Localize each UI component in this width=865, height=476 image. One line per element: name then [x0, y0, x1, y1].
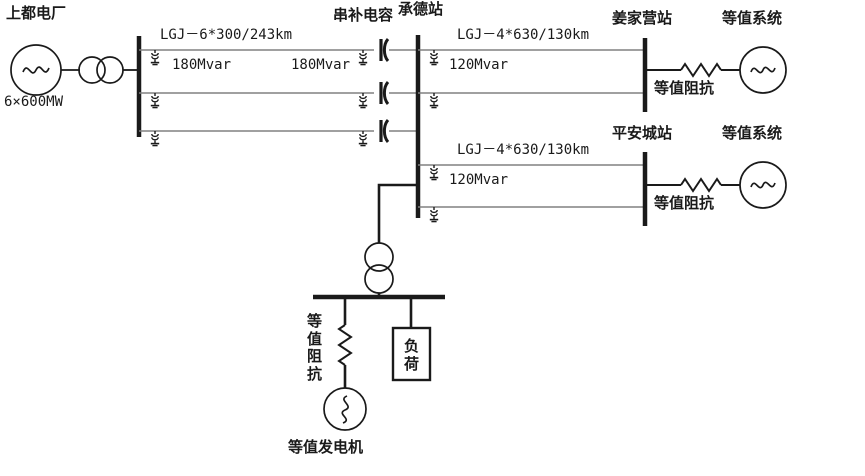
shunt-reactor-left-2: [150, 92, 160, 109]
reactor-right-upper-label: 120Mvar: [449, 57, 509, 73]
shunt-reactor-left-3: [150, 130, 160, 147]
chengde-step-down-transformer: [364, 242, 394, 294]
shunt-reactor-mid-1: [357, 49, 369, 66]
equivalent-impedance-upper: [680, 63, 722, 77]
series-capacitor-2: [379, 80, 390, 106]
equivalent-generator-label: 等值发电机: [288, 438, 364, 456]
reactor-left-label-2: 180Mvar: [291, 57, 351, 73]
reactor-left-label: 180Mvar: [172, 57, 232, 73]
shunt-reactor-right-lower-1: [428, 164, 440, 181]
jiangjiaying-station-label: 姜家营站: [612, 9, 673, 27]
shunt-reactor-right-upper-2: [428, 92, 440, 109]
left-line-label: LGJ－6*300/243km: [160, 27, 293, 43]
reactor-right-lower-label: 120Mvar: [449, 172, 509, 188]
shunt-reactor-right-lower-2: [428, 206, 440, 223]
equivalent-system-upper-label: 等值系统: [722, 9, 783, 27]
series-capacitor-3: [379, 118, 390, 144]
pingancheng-equivalent-system-generator: [739, 161, 787, 209]
equivalent-system-lower-label: 等值系统: [722, 124, 783, 142]
series-capacitor-1: [379, 37, 390, 63]
bottom-equivalent-generator: [323, 387, 367, 431]
shunt-reactor-mid-2: [357, 92, 369, 109]
shunt-reactor-left-1: [150, 49, 160, 66]
load-block: [391, 326, 432, 382]
plant-capacity-label: 6×600MW: [4, 94, 64, 110]
load-label: 负荷: [403, 337, 419, 373]
pingancheng-station-label: 平安城站: [612, 124, 673, 142]
right-upper-line-label: LGJ－4*630/130km: [457, 27, 590, 43]
right-lower-line-label: LGJ－4*630/130km: [457, 142, 590, 158]
chengde-to-bottom-feeder: [377, 183, 418, 243]
shangdu-step-up-transformer: [78, 56, 124, 84]
equivalent-impedance-bottom-label: 等值阻抗: [306, 312, 322, 384]
shunt-reactor-right-upper-1: [428, 49, 440, 66]
chengde-station-label: 承德站: [398, 0, 444, 18]
plant-name-label: 上都电厂: [6, 4, 67, 22]
series-capacitor-label: 串补电容: [333, 6, 394, 24]
equivalent-impedance-lower-label: 等值阻抗: [654, 194, 715, 212]
equivalent-impedance-bottom: [338, 324, 352, 366]
equivalent-impedance-upper-label: 等值阻抗: [654, 79, 715, 97]
jiangjiaying-equivalent-system-generator: [739, 46, 787, 94]
shangdu-plant-generator: [10, 44, 62, 96]
equivalent-impedance-lower: [680, 178, 722, 192]
shunt-reactor-mid-3: [357, 130, 369, 147]
